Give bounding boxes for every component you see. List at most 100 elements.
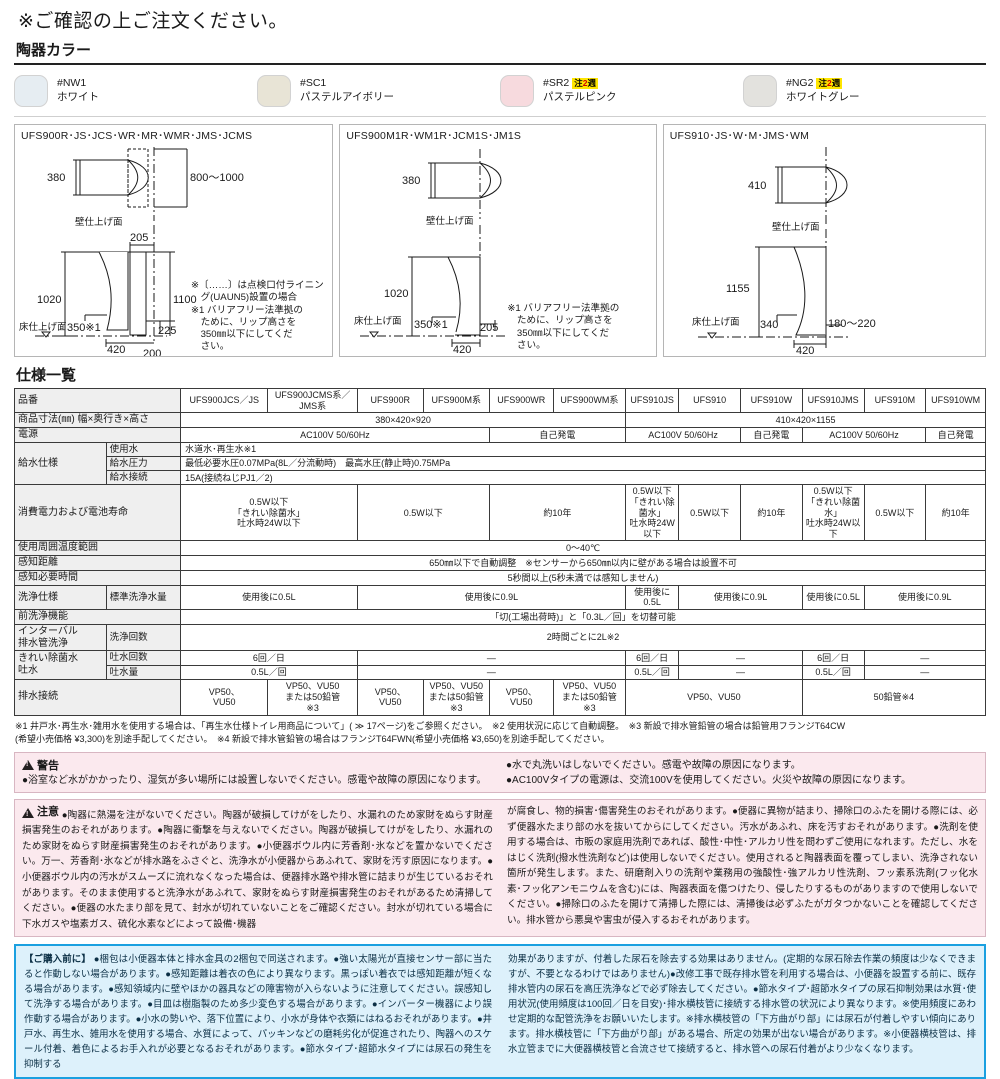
caution-left: 注意 ●陶器に熱湯を注がないでください。陶器が破損してけがをしたり、水漏れのため… — [22, 804, 493, 932]
clean-dash: — — [678, 650, 803, 666]
svg-text:350※1: 350※1 — [414, 319, 448, 331]
wash-05: 使用後に0.5L — [801, 584, 865, 611]
svg-text:200: 200 — [143, 348, 161, 357]
wash-09: 使用後に0.9L — [678, 584, 803, 611]
drain-vp-lead: VP50、VU50 または50鉛管 ※3 — [422, 678, 490, 716]
table-footnotes: ※1 井戸水･再生水･雑用水を使用する場合は、「再生水仕様トイレ用商品について」… — [14, 716, 986, 746]
drain-vp: VP50、 VU50 — [488, 678, 554, 716]
power-self: 自己発電 — [925, 427, 986, 443]
table-row-model: 品番 UFS900JCS／JS UFS900JCMS系／JMS系 UFS900R… — [13, 387, 986, 414]
water-type: 水道水･再生水※1 — [180, 441, 986, 458]
purchase-text: ●梱包は小便器本体と排水金具の2梱包で同送されます。●強い太陽光が直接センサー部… — [24, 953, 492, 1070]
model-cell: UFS900WR — [488, 387, 554, 414]
model-cell: UFS900R — [356, 387, 424, 414]
wash-09: 使用後に0.9L — [356, 584, 627, 611]
order-notice: ※ご確認の上ご注文ください。 — [18, 11, 288, 32]
drain-vp-wide: VP50、VU50 — [625, 678, 803, 716]
diagram-title: UFS910･JS･W･M･JMS･WM — [669, 130, 810, 142]
svg-text:420: 420 — [453, 344, 471, 356]
drain-vp-lead: VP50、VU50 または50鉛管 ※3 — [267, 678, 358, 716]
row-label: 洗浄仕様 — [14, 584, 107, 611]
svg-text:205: 205 — [480, 322, 498, 334]
consumption-05: 0.5W以下 — [356, 484, 490, 542]
row-sublabel: 使用水 — [105, 441, 182, 458]
svg-text:壁仕上げ面: 壁仕上げ面 — [75, 216, 123, 228]
caution-text: ●陶器に熱湯を注がないでください。陶器が破損してけがをしたり、水漏れのため家財を… — [22, 809, 493, 930]
color-code: #SC1 — [300, 77, 327, 90]
sense-time: 5秒間以上(5秒未満では感知しません) — [180, 570, 986, 586]
consumption-kirei: 0.5W以下 「きれい除菌水」 吐水時24W以下 — [801, 484, 865, 542]
model-cell: UFS900JCMS系／JMS系 — [267, 387, 358, 414]
svg-text:180〜220: 180〜220 — [828, 318, 876, 330]
svg-text:1020: 1020 — [37, 294, 61, 306]
clean-dash: — — [356, 650, 627, 666]
clean-dash: — — [863, 650, 987, 666]
svg-text:床仕上げ面: 床仕上げ面 — [692, 316, 740, 328]
drain-vp: VP50、 VU50 — [356, 678, 424, 716]
purchase-left: 【ご購入前に】 ●梱包は小便器本体と排水金具の2梱包で同送されます。●強い太陽光… — [24, 951, 492, 1071]
row-label: 電源 — [13, 427, 182, 443]
color-text: #NW1 ホワイト — [57, 77, 99, 103]
table-row-clean-vol: 吐水量 0.5L／回 — 0.5L／回 — 0.5L／回 — — [15, 664, 987, 680]
drain-vp-lead: VP50、VU50 または50鉛管 ※3 — [552, 678, 627, 716]
color-item: #SR2 注2週 パステルピンク — [500, 74, 743, 107]
color-name: ホワイトグレー — [786, 90, 860, 103]
svg-text:1020: 1020 — [384, 288, 408, 300]
water-pressure: 最低必要水圧0.07MPa(8L／分流動時) 最高水圧(静止時)0.75MPa — [180, 456, 986, 472]
table-row-temp: 使用周囲温度範囲 0〜40℃ — [13, 540, 986, 557]
table-row-supply-pressure: 給水圧力 最低必要水圧0.07MPa(8L／分流動時) 最高水圧(静止時)0.7… — [15, 456, 986, 472]
color-text: #SR2 注2週 パステルピンク — [543, 77, 617, 103]
warning-header: 警告 — [22, 757, 59, 773]
size-910: 410×420×1155 — [625, 412, 986, 429]
color-item: #NW1 ホワイト — [14, 74, 257, 107]
diagram-panel-ufs900r: UFS900R･JS･JCS･WR･MR･WMR･JMS･JCMS — [14, 124, 334, 357]
row-label: 排水接続 — [13, 678, 182, 716]
clean-count: 6回／日 — [801, 650, 865, 666]
model-cell: UFS910W — [740, 387, 803, 414]
svg-text:床仕上げ面: 床仕上げ面 — [354, 315, 402, 327]
warning-right: ●水で丸洗いはしないでください。感電や故障の原因になります。 ●AC100Vタイ… — [506, 757, 978, 788]
warning-triangle-icon — [22, 759, 34, 770]
diagram-drawing: 410 1155 340 180〜220 420 壁仕上げ面 床仕上げ面 — [664, 125, 985, 356]
model-cell: UFS900WM系 — [552, 387, 627, 414]
interval-value: 2時間ごとに2L※2 — [180, 623, 986, 652]
table-row-sense-dist: 感知距離 650㎜以下で自動調整 ※センサーから650㎜以内に壁がある場合は設置… — [13, 555, 986, 572]
caution-triangle-icon — [22, 807, 34, 820]
water-conn: 15A(接続ねじPJ1／2) — [180, 470, 986, 486]
row-label: きれい除菌水 吐水 — [14, 650, 107, 680]
color-swatch — [500, 74, 534, 107]
footnote-line: (希望小売価格 ¥3,300)を別途手配してください。 ※4 新設で排水管鉛管の… — [15, 733, 610, 744]
row-label: 感知距離 — [13, 555, 182, 572]
power-ac: AC100V 50/60Hz — [625, 427, 742, 443]
lead-time-badge: 注2週 — [816, 78, 843, 90]
purchase-tag: 【ご購入前に】 — [24, 953, 91, 965]
model-cell: UFS910JS — [625, 387, 680, 414]
model-cell: UFS910 — [678, 387, 742, 414]
row-label: 消費電力および電池寿命 — [13, 484, 182, 542]
caution-header: 注意 — [22, 804, 59, 822]
svg-text:350※1: 350※1 — [67, 322, 101, 334]
color-name: パステルピンク — [543, 90, 617, 103]
power-self: 自己発電 — [740, 427, 803, 443]
consumption-05: 0.5W以下 — [678, 484, 742, 542]
specification-table: 品番 UFS900JCS／JS UFS900JCMS系／JMS系 UFS900R… — [13, 387, 987, 716]
footnote-line: ※1 井戸水･再生水･雑用水を使用する場合は、「再生水仕様トイレ用商品について」… — [15, 720, 846, 731]
power-self: 自己発電 — [488, 427, 627, 443]
table-row-sense-time: 感知必要時間 5秒間以上(5秒未満では感知しません) — [13, 570, 986, 586]
color-name: パステルアイボリー — [300, 90, 394, 103]
caution-right: が腐食し、物的損害･傷害発生のおそれがあります。●便器に異物が詰まり、掃除口のふ… — [507, 804, 978, 932]
diagram-panel-ufs910: UFS910･JS･W･M･JMS･WM — [662, 124, 987, 357]
svg-text:340: 340 — [760, 319, 778, 331]
consumption-kirei: 0.5W以下 「きれい除菌水」 吐水時24W以下 — [180, 484, 358, 542]
svg-text:800〜1000: 800〜1000 — [190, 172, 244, 184]
color-text: #SC1 パステルアイボリー — [300, 77, 394, 103]
color-swatch — [14, 74, 48, 107]
warning-title: 警告 — [37, 759, 59, 772]
svg-text:420: 420 — [107, 344, 125, 356]
row-sublabel: 給水圧力 — [105, 456, 182, 472]
product-spec-page: ※ご確認の上ご注文ください。 陶器カラー #NW1 ホワイト #SC1 パステル… — [0, 0, 1000, 1000]
table-row-supply-conn: 給水接続 15A(接続ねじPJ1／2) — [15, 470, 986, 486]
row-sublabel: 吐水回数 — [105, 650, 182, 666]
clean-dash: — — [356, 664, 627, 680]
table-row-interval: インターバル 排水管洗浄 洗浄回数 2時間ごとに2L※2 — [14, 623, 986, 652]
